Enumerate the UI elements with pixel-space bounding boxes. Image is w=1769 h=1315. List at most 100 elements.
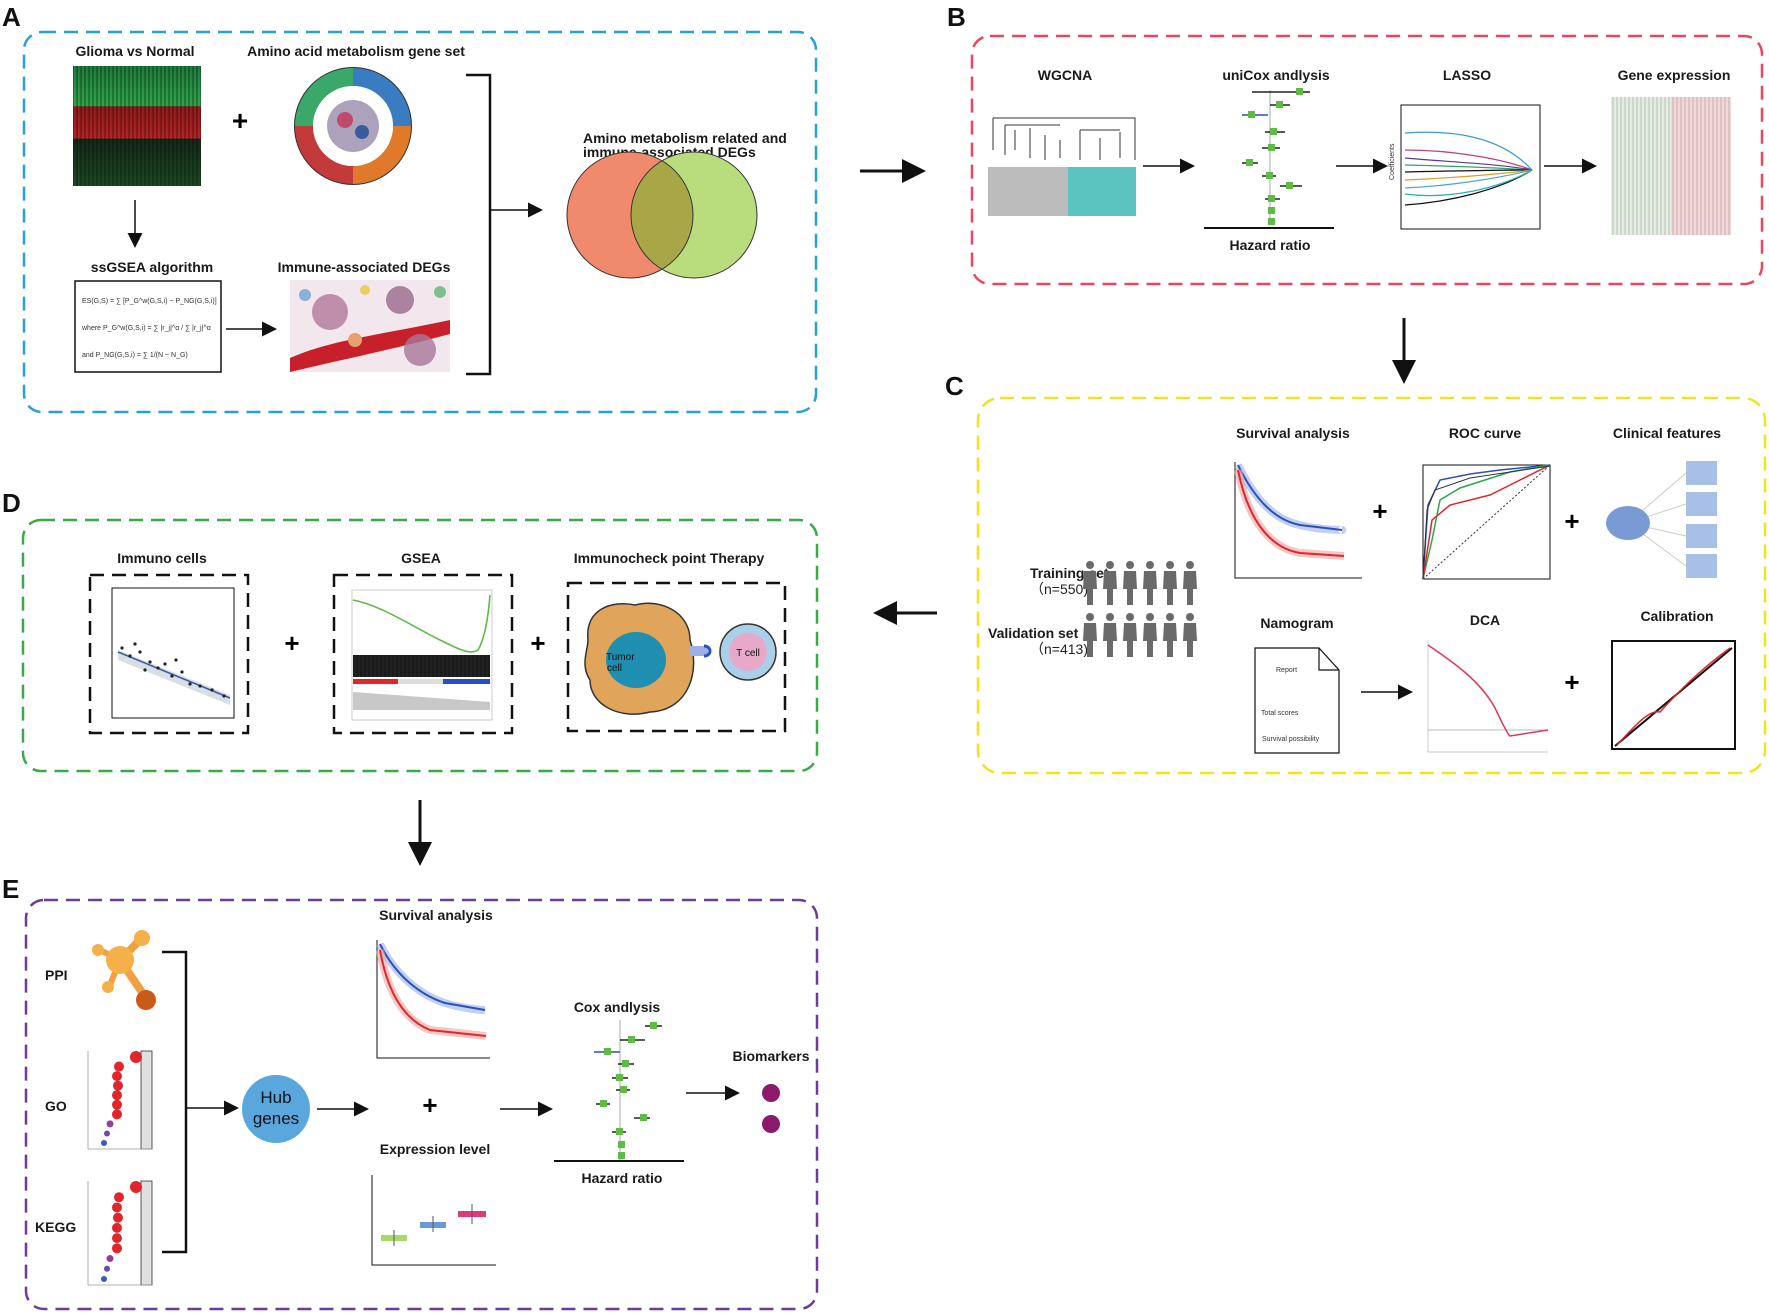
survival-e-title: Survival analysis [379,907,493,923]
person-icon [1103,613,1117,657]
gsea-plot [332,573,514,735]
validation-n: （n=413) [1030,641,1088,657]
panel-a-letter: A [2,2,21,32]
person-icon [1143,561,1157,605]
cox-forest-plot [554,1020,684,1162]
venn-title-line1: Amino metabolism related and [583,130,787,146]
person-icon [1163,613,1177,657]
svg-text:cell: cell [607,663,622,674]
training-n: （n=550) [1030,581,1088,597]
immune-illustration [290,280,450,372]
roc-curve [1422,464,1551,580]
panel-b: B WGCNA uniCox andlysis Hazard ratio [947,2,1764,286]
unicox-forest-plot [1204,88,1334,229]
amino-acid-wheel [294,67,412,185]
panel-c: C Training set （n=550) Validation set （n… [945,371,1767,775]
plus-d1: + [284,628,299,658]
clinical-features-diagram [1606,461,1717,578]
dot-mark [112,1233,122,1244]
panel-b-frame [970,34,1764,286]
people-icons [1083,561,1197,657]
venn-diagram [566,151,758,279]
dca-plot [1427,640,1549,753]
panel-e-letter: E [2,874,19,904]
expression-boxplot [371,1175,496,1266]
t-cell-label: T cell [736,648,760,659]
glioma-heatmap [73,66,201,186]
dot-mark [113,1212,123,1223]
svg-text:and P_NG(G,S,i) = ∑ 1/(N − N_G: and P_NG(G,S,i) = ∑ 1/(N − N_G) [82,352,188,359]
panel-a-frame [22,30,818,414]
immunocheck-title: Immunocheck point Therapy [574,550,765,566]
person-icon [1183,613,1197,657]
svg-text:Coefficients: Coefficients [1389,143,1396,180]
ppi-label: PPI [45,967,68,983]
go-dotplot [87,1050,153,1150]
dot-mark [112,1090,122,1101]
dot-mark [106,1120,114,1128]
dot-mark [113,1080,123,1091]
unicox-xlabel: Hazard ratio [1230,237,1311,253]
go-label: GO [45,1098,67,1114]
dot-mark [101,1276,107,1282]
dot-mark [112,1243,122,1254]
panel-b-letter: B [947,2,966,32]
dot-mark [112,1222,122,1233]
roc-title: ROC curve [1449,425,1522,441]
namogram-document: Report Total scores Survival possibility [1254,647,1340,754]
kegg-dotplot [87,1180,153,1286]
immune-title: Immune-associated DEGs [278,259,451,275]
kegg-label: KEGG [35,1219,76,1235]
biomarker-dot-2 [762,1115,780,1133]
dot-mark [104,1130,110,1137]
plus-d2: + [530,628,545,658]
survival-c-title: Survival analysis [1236,425,1350,441]
amino-title: Amino acid metabolism gene set [247,43,465,59]
hub-genes-node: Hub genes [242,1075,310,1143]
gene-expression-title: Gene expression [1618,67,1731,83]
dot-mark [130,1051,142,1063]
dot-mark [114,1192,124,1203]
person-icon [1123,561,1137,605]
lasso-title: LASSO [1443,67,1491,83]
calibration-plot [1611,640,1736,750]
bracket-e [162,950,188,1254]
dot-mark [112,1109,122,1120]
bracket-a [466,73,492,376]
dot-mark [112,1202,122,1213]
svg-text:genes: genes [253,1109,299,1128]
dot-mark [112,1099,122,1110]
unicox-title: uniCox andlysis [1222,67,1330,83]
survival-curve-c [1234,462,1362,579]
expression-title: Expression level [380,1141,491,1157]
gsea-title: GSEA [401,550,441,566]
person-icon [1163,561,1177,605]
immuno-cells-title: Immuno cells [117,550,207,566]
ssgsea-formula: ES(G,S) = ∑ [P_G^w(G,S,i) − P_NG(G,S,i)]… [74,280,222,373]
namogram-title: Namogram [1260,615,1333,631]
plus-e1: + [422,1090,437,1120]
plus-c3: + [1564,667,1579,697]
svg-text:ES(G,S) = ∑ [P_G^w(G,S,i) − P_: ES(G,S) = ∑ [P_G^w(G,S,i) − P_NG(G,S,i)] [82,298,217,305]
panel-c-letter: C [945,371,964,401]
dot-mark [130,1181,142,1193]
panel-d: D Immuno cells + GSEA [2,488,819,773]
tumor-cell-label: Tumor [606,652,635,663]
glioma-title: Glioma vs Normal [75,43,194,59]
immunocheck-illustration: Tumor cell T cell [566,581,787,733]
biomarkers-title: Biomarkers [732,1048,809,1064]
dot-mark [114,1061,124,1072]
person-icon [1083,561,1097,605]
person-icon [1123,613,1137,657]
svg-text:Report: Report [1276,667,1297,674]
plus-c2: + [1564,506,1579,536]
panel-e: E PPI GO KEGG [2,874,819,1311]
biomarker-dot-1 [762,1084,780,1102]
calibration-title: Calibration [1640,608,1713,624]
panel-d-frame [21,518,819,773]
cox-xlabel: Hazard ratio [582,1170,663,1186]
ssgsea-title: ssGSEA algorithm [91,259,213,275]
svg-text:Hub: Hub [260,1088,291,1107]
wgcna-title: WGCNA [1038,67,1092,83]
